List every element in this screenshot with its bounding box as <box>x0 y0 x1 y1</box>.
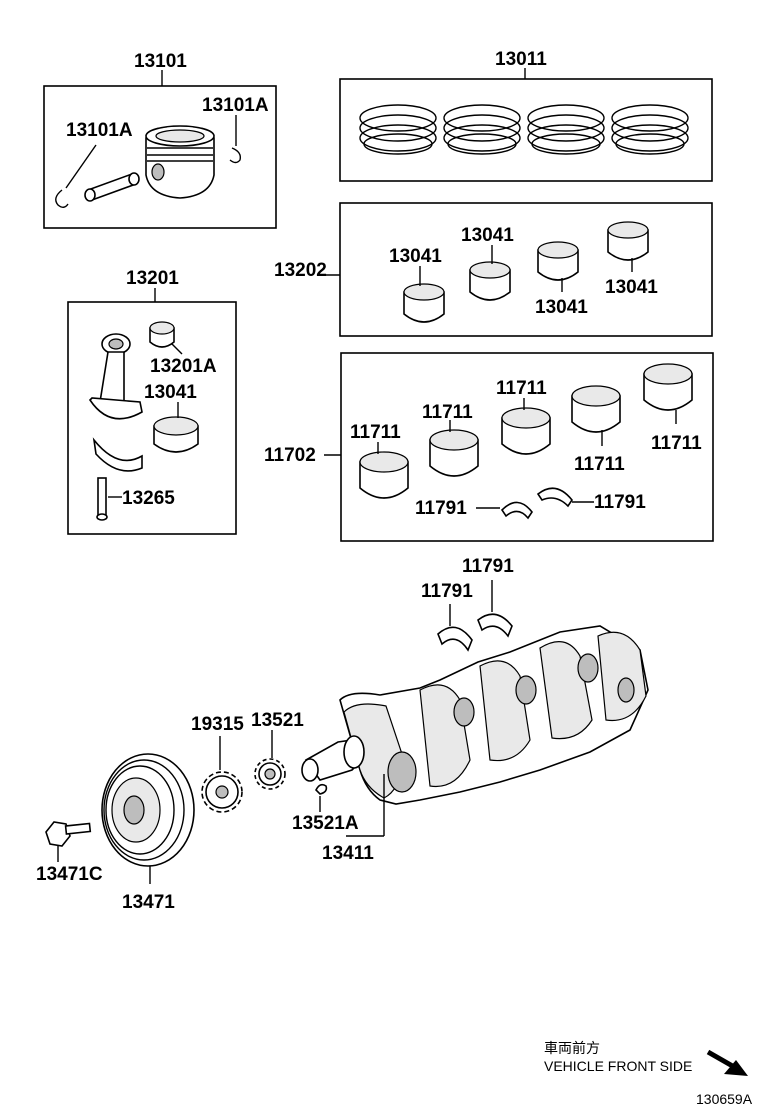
snap-ring-left-icon <box>55 189 69 208</box>
vehicle-front-label: VEHICLE FRONT SIDE <box>544 1058 692 1074</box>
bolt-icon <box>96 477 108 521</box>
connecting-rod-icon <box>88 333 143 472</box>
label-13411[interactable]: 13411 <box>322 843 374 864</box>
bearing-shell-icon <box>153 416 199 453</box>
thrust-washer-icon <box>437 626 473 652</box>
label-13041-c[interactable]: 13041 <box>535 297 588 318</box>
thrust-washer-icon <box>536 487 573 508</box>
label-13265[interactable]: 13265 <box>122 488 175 509</box>
label-11791-box-right[interactable]: 11791 <box>594 492 646 513</box>
label-13471[interactable]: 13471 <box>122 892 175 913</box>
vehicle-front-jp-label: 車両前方 <box>544 1040 600 1056</box>
conrod-bushing-icon <box>149 321 175 348</box>
piston-ring-icon <box>359 104 437 155</box>
conrod-bearing-box <box>339 202 713 337</box>
thrust-washer-icon <box>500 501 533 520</box>
pulley-bolt-icon <box>45 821 92 847</box>
main-bearing-shell-icon <box>429 429 479 477</box>
main-bearing-box <box>340 352 714 542</box>
conrod-bearing-group: 13202 13041 13041 13041 13041 <box>274 202 713 337</box>
main-bearing-group: 11702 11711 11711 11711 11711 1171 <box>264 352 714 542</box>
piston-group: 13101 13101A 13101A <box>43 51 277 229</box>
label-11711-e[interactable]: 11711 <box>651 433 702 454</box>
label-11711-c[interactable]: 11711 <box>496 378 547 399</box>
timing-gear-icon <box>201 771 243 813</box>
label-13521[interactable]: 13521 <box>251 710 304 731</box>
label-13101a-ring[interactable]: 13101A <box>202 95 269 116</box>
label-11711-d[interactable]: 11711 <box>574 454 625 475</box>
conrod-box <box>67 301 237 535</box>
diagram-id: 130659A <box>696 1091 753 1107</box>
piston-ring-icon <box>527 104 605 155</box>
label-13201[interactable]: 13201 <box>126 268 179 289</box>
piston-icon <box>145 125 215 199</box>
bearing-shell-icon <box>403 283 445 323</box>
piston-pin-icon <box>84 172 140 202</box>
crank-gear-icon <box>254 758 286 790</box>
label-13202[interactable]: 13202 <box>274 260 327 281</box>
bearing-shell-icon <box>537 241 579 281</box>
front-direction-arrow-icon <box>706 1049 748 1076</box>
label-11711-b[interactable]: 11711 <box>422 402 473 423</box>
ring-set-group: 13011 <box>339 49 713 182</box>
main-bearing-shell-icon <box>571 385 621 433</box>
main-bearing-shell-icon <box>501 407 551 455</box>
main-bearing-shell-icon <box>359 451 409 499</box>
label-13101[interactable]: 13101 <box>134 51 187 72</box>
label-11791-lower[interactable]: 11791 <box>421 581 473 602</box>
label-13101a-pin[interactable]: 13101A <box>66 120 133 141</box>
label-11791-upper[interactable]: 11791 <box>462 556 514 577</box>
label-11702[interactable]: 11702 <box>264 445 316 466</box>
label-13471c[interactable]: 13471C <box>36 864 103 885</box>
piston-ring-icon <box>611 104 689 155</box>
conrod-group: 13201 13201A 13041 13265 <box>67 268 237 535</box>
label-13041-b[interactable]: 13041 <box>461 225 514 246</box>
key-icon <box>315 783 328 795</box>
label-11791-box-left[interactable]: 11791 <box>415 498 467 519</box>
thrust-washer-icon <box>477 613 513 638</box>
crank-pulley-icon <box>101 753 195 867</box>
label-13041-a[interactable]: 13041 <box>389 246 442 267</box>
label-11711-a[interactable]: 11711 <box>350 422 401 443</box>
snap-ring-right-icon <box>229 147 242 164</box>
thrust-washer-group: 11791 11791 <box>421 556 514 652</box>
label-13011[interactable]: 13011 <box>495 49 547 70</box>
main-bearing-shell-icon <box>643 363 693 411</box>
bearing-shell-icon <box>607 221 649 261</box>
crankshaft-icon <box>301 625 649 805</box>
piston-ring-icon <box>443 104 521 155</box>
label-19315[interactable]: 19315 <box>191 714 244 735</box>
label-13521a[interactable]: 13521A <box>292 813 359 834</box>
piston-group-box <box>43 85 277 229</box>
bearing-shell-icon <box>469 261 511 301</box>
ring-set-box <box>339 78 713 182</box>
label-13201a[interactable]: 13201A <box>150 356 217 377</box>
label-13041-d[interactable]: 13041 <box>605 277 658 298</box>
label-13041-rod[interactable]: 13041 <box>144 382 197 403</box>
